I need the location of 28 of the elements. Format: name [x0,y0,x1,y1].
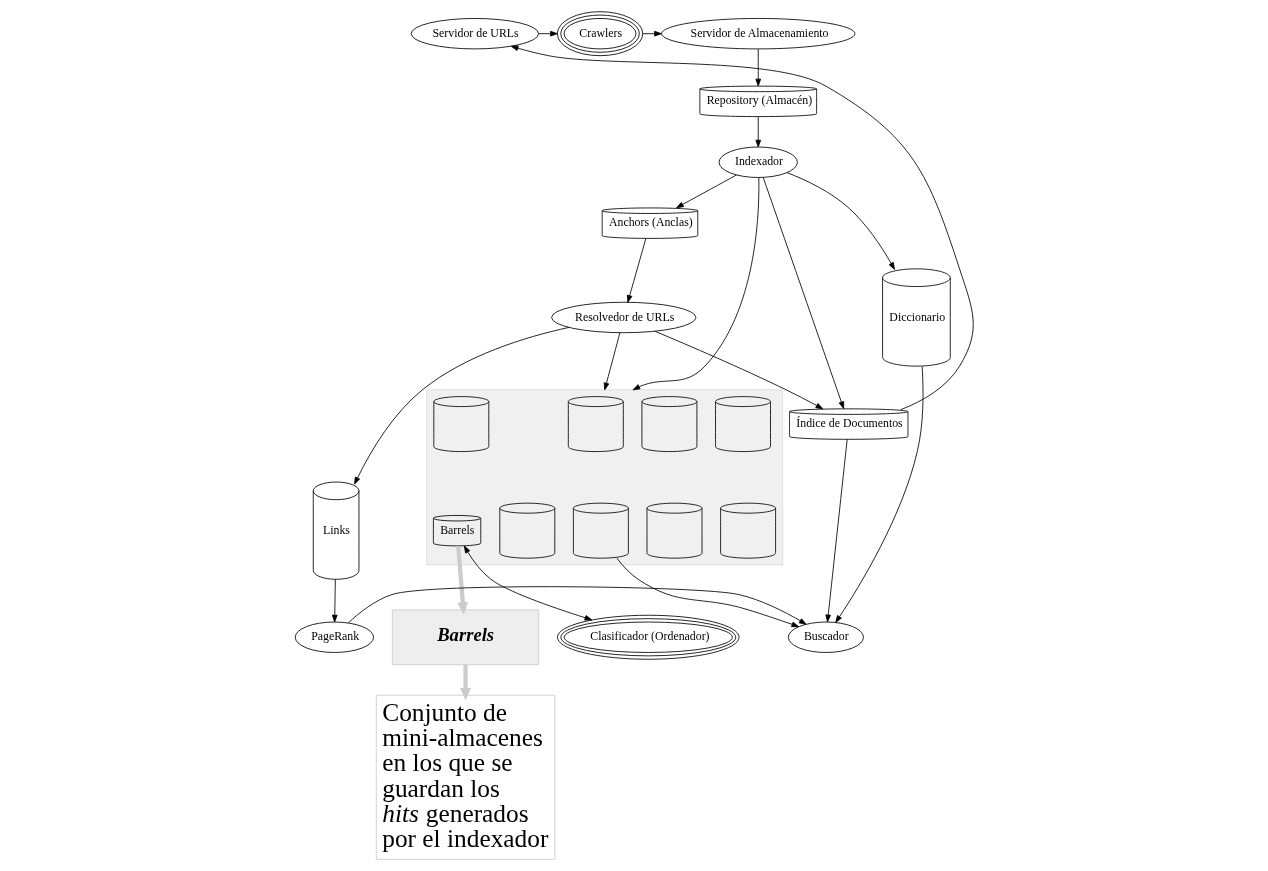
arrow [615,557,799,628]
arrow [654,330,823,410]
arrow [824,439,848,623]
arrow [510,45,974,411]
arrow [455,545,468,615]
node-ellipse: Resolvedor de URLs [550,301,696,334]
arrow [786,172,895,270]
arrow [641,30,662,37]
arrow [626,238,646,303]
arrow [762,177,844,410]
arrow [754,48,761,87]
arrow [537,30,558,37]
node-ellipse: PageRank [294,621,374,653]
arrow [754,116,761,148]
arrow [675,174,737,209]
node-ellipse: Indexador [718,146,798,178]
node-ellipse: Servidor de Almacenamiento [660,18,855,50]
arrow [603,332,620,391]
node-box: Conjunto de mini-almacenes en los que se guardan los hits generados por el indexador [375,694,555,860]
arrow [331,578,338,623]
arrow [459,664,471,701]
arrow [463,545,592,621]
arrow [347,586,807,625]
arrow [834,366,923,623]
node-box: Barrels [391,609,539,666]
arrow [353,327,569,485]
arrow [632,177,759,391]
cluster [425,389,783,566]
